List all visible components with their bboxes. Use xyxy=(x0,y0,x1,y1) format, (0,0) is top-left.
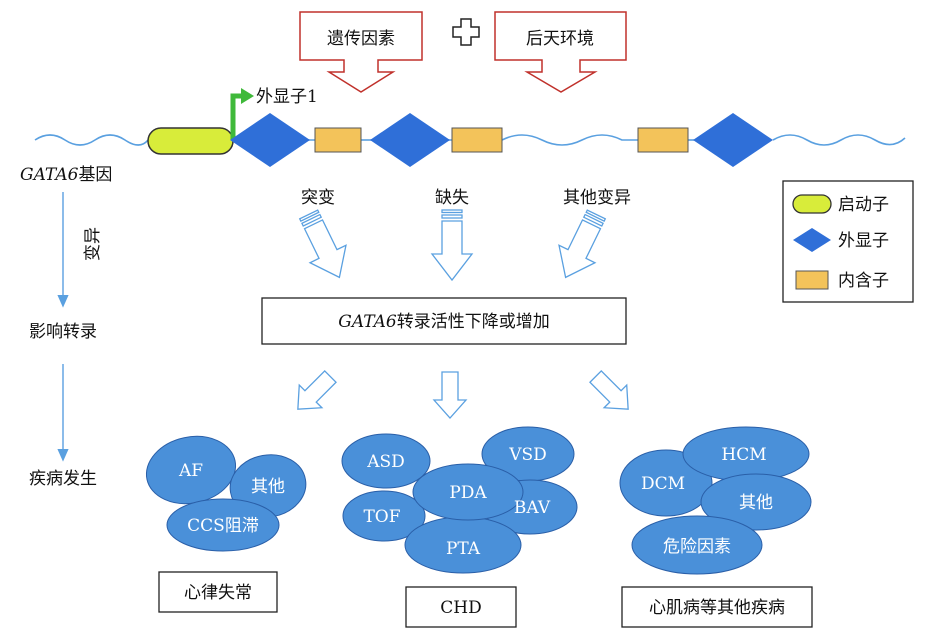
transcription-start-arrow-icon xyxy=(230,88,254,140)
arrow-deletion-icon xyxy=(430,209,474,282)
arrow-mutation-icon xyxy=(298,209,347,279)
af-label: AF xyxy=(178,461,203,481)
vsd-label: VSD xyxy=(508,445,547,465)
environment-label: 后天环境 xyxy=(526,29,594,49)
intron-rect xyxy=(451,127,503,153)
ellipse-tof xyxy=(342,490,426,542)
hcm-label: HCM xyxy=(721,445,766,465)
exon-diamond xyxy=(693,113,773,167)
ellipse-asd xyxy=(341,433,431,489)
exon-diamond xyxy=(370,113,450,167)
arrhythmia-label: 心律失常 xyxy=(184,583,252,603)
cardiomyopathy-box xyxy=(621,586,813,628)
exon-diamond xyxy=(230,113,310,167)
cardiomyopathy-cluster xyxy=(619,426,812,575)
legend-intron-label: 内含子 xyxy=(838,271,889,291)
legend-intron-swatch xyxy=(795,270,829,290)
transcription-activity-label: GATA6转录活性下降或增加 xyxy=(338,312,549,332)
ellipse-risk xyxy=(631,515,763,575)
intron-rect xyxy=(637,127,689,153)
arrhythmia-other-label: 其他 xyxy=(251,477,285,497)
ellipse-pda xyxy=(412,463,524,521)
risk-factor-label: 危险因素 xyxy=(663,537,731,557)
pta-label: PTA xyxy=(446,539,481,559)
tof-label: TOF xyxy=(363,507,400,527)
disease-onset-label: 疾病发生 xyxy=(29,469,97,489)
affect-transcription-label: 影响转录 xyxy=(29,322,97,342)
chd-label: CHD xyxy=(440,598,481,618)
arrow-other-variant-icon xyxy=(558,209,607,279)
exon1-label: 外显子1 xyxy=(256,87,318,107)
environment-callout: 后天环境 xyxy=(494,11,627,93)
promoter-shape xyxy=(147,127,234,155)
ccs-label: CCS阻滞 xyxy=(187,516,259,536)
cardiomyopathy-other-label: 其他 xyxy=(739,493,773,513)
ellipse-cm-other xyxy=(700,473,812,531)
arrhythmia-cluster xyxy=(145,435,307,552)
asd-label: ASD xyxy=(366,452,405,472)
mutation-label: 突变 xyxy=(301,188,335,208)
chd-box xyxy=(405,586,517,628)
genetic-factor-label: 遗传因素 xyxy=(327,29,395,49)
ellipse-dcm xyxy=(619,449,713,517)
arrow-to-arrhythmia-icon xyxy=(297,370,337,410)
plus-icon xyxy=(452,18,480,46)
variation-label: 变异 xyxy=(83,227,103,261)
gene-name: GATA6基因 xyxy=(20,165,112,185)
cardiomyopathy-label: 心肌病等其他疾病 xyxy=(649,598,785,618)
legend: 启动子 外显子 内含子 xyxy=(782,180,914,303)
legend-promoter-swatch xyxy=(792,194,832,214)
pda-label: PDA xyxy=(449,483,487,503)
other-variant-label: 其他变异 xyxy=(563,188,631,208)
arrhythmia-box xyxy=(158,571,278,613)
deletion-label: 缺失 xyxy=(435,188,469,208)
dcm-label: DCM xyxy=(641,474,685,494)
legend-promoter-label: 启动子 xyxy=(838,195,889,215)
intron-rect xyxy=(314,127,362,153)
chd-cluster xyxy=(341,426,578,574)
bav-label: BAV xyxy=(514,498,551,518)
transcription-activity-box xyxy=(261,297,627,345)
legend-exon-swatch xyxy=(793,228,831,252)
genetic-factor-callout: 遗传因素 xyxy=(299,11,423,93)
legend-exon-label: 外显子 xyxy=(838,231,889,251)
arrow-to-chd-icon xyxy=(432,371,468,419)
ellipse-ccs xyxy=(166,498,280,552)
arrow-to-cardiomyopathy-icon xyxy=(589,370,629,410)
